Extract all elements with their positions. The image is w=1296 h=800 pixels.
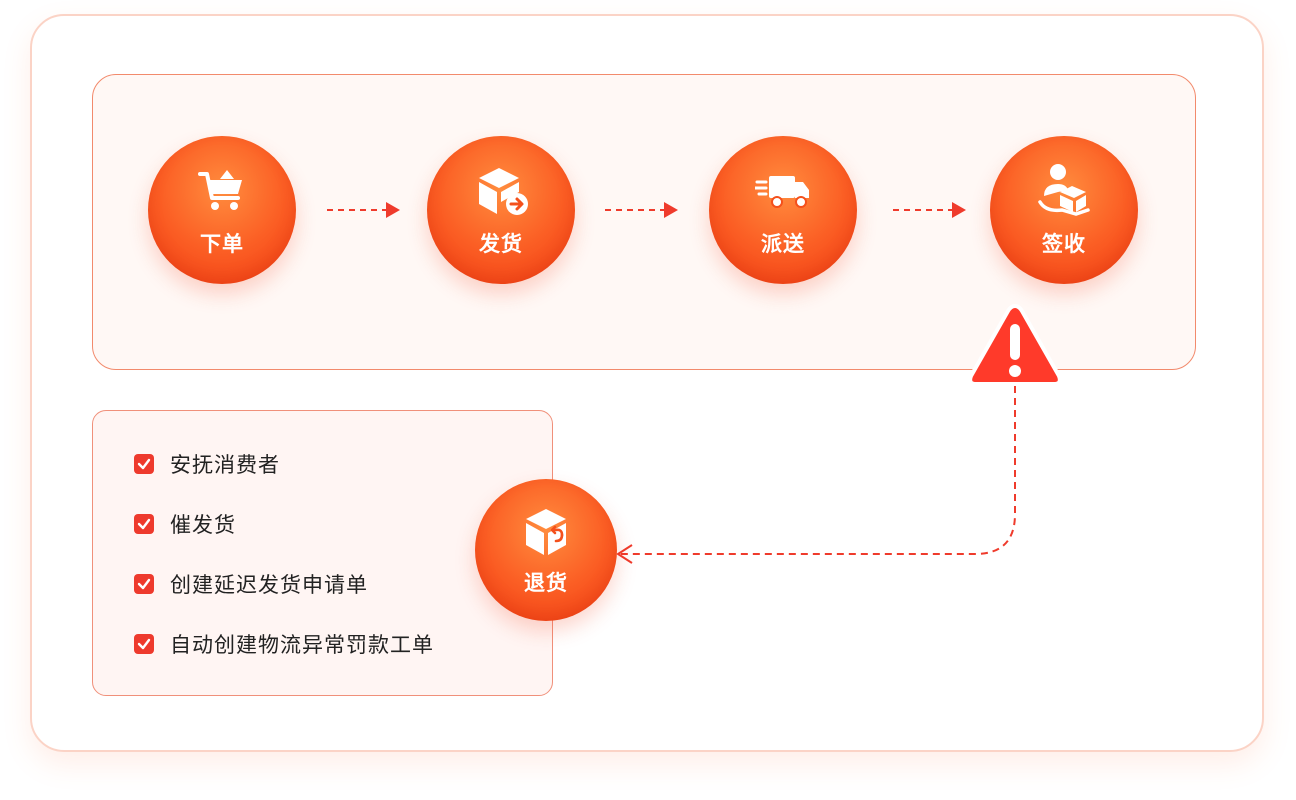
stage-deliver: 派送	[709, 136, 857, 284]
stage-label: 派送	[761, 232, 805, 256]
task-item: 催发货	[134, 510, 236, 538]
person-receive-package-icon	[1036, 162, 1092, 218]
checkbox-checked-icon	[134, 574, 154, 594]
stage-sign-receipt: 签收	[990, 136, 1138, 284]
task-item: 创建延迟发货申请单	[134, 570, 368, 598]
checkbox-checked-icon	[134, 514, 154, 534]
box-ship-icon	[473, 162, 529, 218]
stage-ship: 发货	[427, 136, 575, 284]
box-return-icon	[518, 503, 574, 559]
stage-label: 下单	[200, 232, 244, 256]
stage-label: 发货	[479, 232, 523, 256]
checkbox-checked-icon	[134, 454, 154, 474]
arrow-order-to-ship	[327, 202, 400, 218]
arrow-deliver-to-sign	[893, 202, 966, 218]
exception-warning	[966, 302, 1064, 388]
warning-triangle-icon	[968, 303, 1062, 386]
task-item: 自动创建物流异常罚款工单	[134, 630, 434, 658]
task-label: 自动创建物流异常罚款工单	[170, 633, 434, 657]
task-label: 安抚消费者	[170, 453, 280, 477]
arrow-ship-to-deliver	[605, 202, 678, 218]
task-item: 安抚消费者	[134, 450, 280, 478]
stage-label: 退货	[524, 571, 568, 595]
shopping-cart-icon	[194, 162, 250, 218]
stage-place-order: 下单	[148, 136, 296, 284]
delivery-truck-icon	[755, 162, 811, 218]
task-label: 催发货	[170, 513, 236, 537]
stage-label: 签收	[1042, 232, 1086, 256]
stage-return: 退货	[475, 479, 617, 621]
task-label: 创建延迟发货申请单	[170, 573, 368, 597]
checkbox-checked-icon	[134, 634, 154, 654]
arrow-exception-to-return	[616, 386, 1016, 564]
